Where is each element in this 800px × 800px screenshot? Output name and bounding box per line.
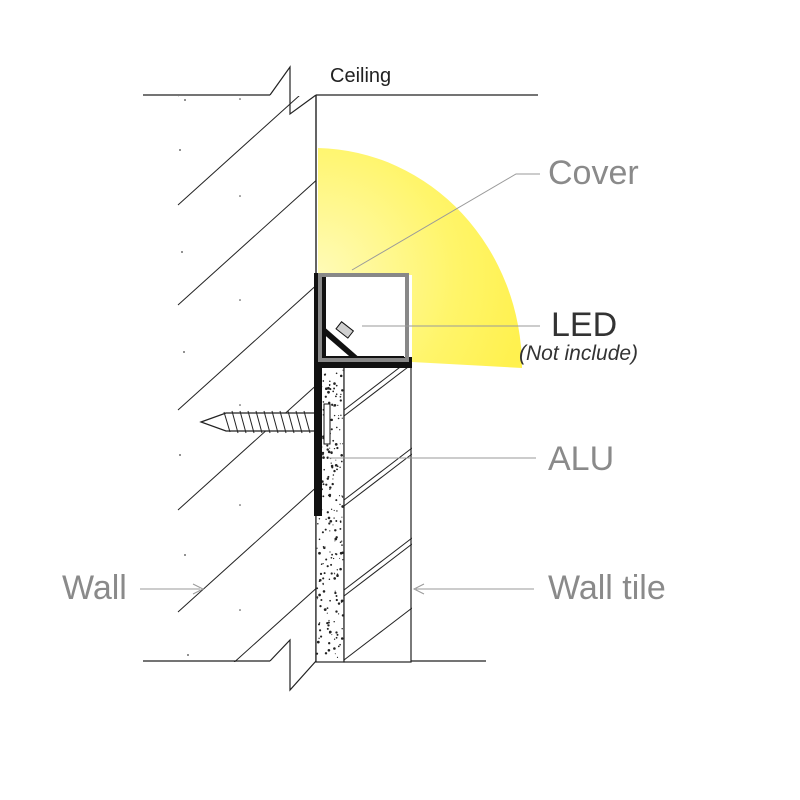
wall-tile <box>343 361 412 663</box>
cover-leader <box>351 173 540 271</box>
screw <box>199 410 317 434</box>
break-line-top <box>269 65 317 116</box>
break-line-bottom <box>269 638 317 692</box>
light-beam <box>318 148 522 368</box>
wall-hatch <box>177 96 316 662</box>
wall-arrow <box>192 583 205 595</box>
cover-frame <box>318 273 409 362</box>
led-label: LED <box>551 306 618 344</box>
wall-tile-label: Wall tile <box>548 569 666 607</box>
led-note-label: (Not include) <box>519 342 639 365</box>
tile-arrow <box>412 583 425 595</box>
wall-speckle <box>179 98 241 656</box>
wall-label: Wall <box>62 569 127 607</box>
ceiling-label: Ceiling <box>330 65 392 87</box>
cover-label: Cover <box>548 154 639 192</box>
leader-lines <box>140 173 540 595</box>
alu-label: ALU <box>548 440 615 478</box>
tile-hatch <box>344 362 412 661</box>
